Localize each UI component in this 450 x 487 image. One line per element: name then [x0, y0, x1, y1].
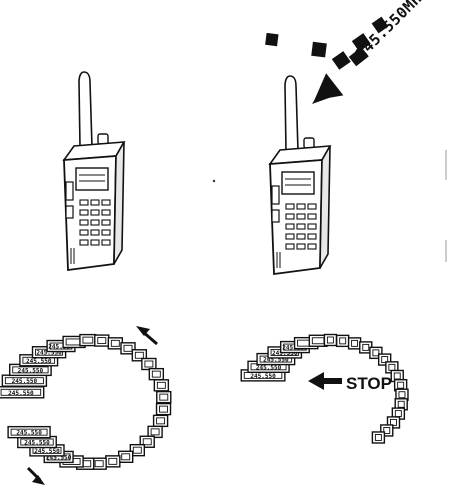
display-text: 245.550	[24, 440, 50, 447]
display-card: 245.550	[0, 387, 44, 398]
display-text: 245.550	[34, 448, 60, 455]
display-card	[154, 415, 168, 426]
display-card	[154, 380, 168, 391]
display-card	[119, 451, 133, 462]
radio-icon	[270, 76, 330, 274]
display-card: 245.550	[2, 375, 46, 386]
display-card: 245.550	[8, 427, 50, 438]
scan-direction-arrow-icon	[136, 326, 157, 344]
display-card	[157, 392, 171, 403]
scan-ring: 245.550245.550245.550245.550245.550245.5…	[0, 335, 171, 470]
display-text: 245.550	[12, 378, 38, 385]
radio-icon	[64, 72, 124, 270]
stop-label: STOP	[346, 374, 392, 394]
display-card	[95, 335, 109, 346]
display-card	[372, 432, 384, 443]
display-card	[106, 456, 120, 467]
display-card	[349, 338, 361, 349]
display-text: 245.550	[250, 373, 276, 380]
display-card	[337, 335, 349, 346]
scan-direction-arrow-icon	[28, 468, 45, 485]
display-text: 245.550	[26, 358, 52, 365]
display-card	[324, 335, 336, 346]
stop-arrow-icon	[308, 372, 342, 390]
display-card	[142, 358, 156, 369]
display-text: 245.550	[256, 364, 282, 371]
display-card	[157, 404, 171, 415]
display-text: 245.550	[8, 390, 34, 397]
display-card	[108, 338, 122, 349]
display-card	[149, 369, 163, 380]
display-card	[80, 335, 96, 346]
display-text: 245.550	[16, 430, 42, 437]
display-text: 245.550	[18, 367, 44, 374]
